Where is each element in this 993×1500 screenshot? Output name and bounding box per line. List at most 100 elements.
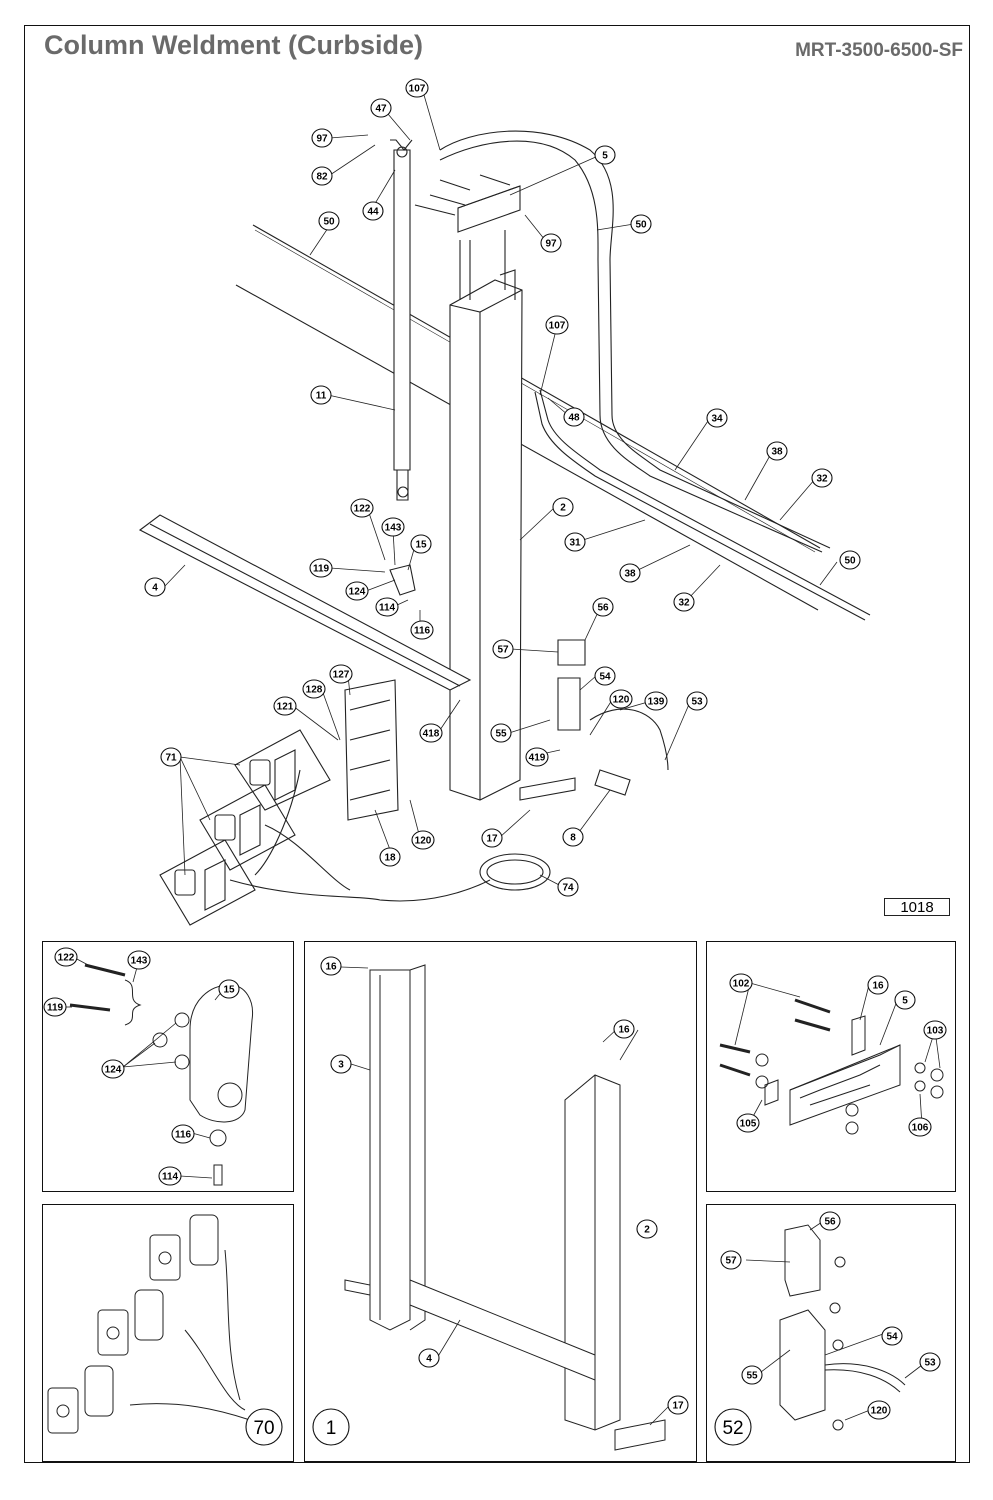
- callout-103: 103: [923, 1020, 947, 1040]
- svg-text:44: 44: [367, 207, 379, 218]
- svg-text:48: 48: [568, 413, 580, 424]
- inset-switches-frame: [42, 1204, 294, 1462]
- svg-text:16: 16: [325, 962, 337, 973]
- view-tag-1: 1: [312, 1408, 350, 1446]
- svg-text:17: 17: [672, 1401, 684, 1412]
- callout-56: 56: [592, 597, 614, 617]
- svg-text:5: 5: [602, 151, 608, 162]
- inset-controls-frame: [706, 1204, 956, 1462]
- page-title: Column Weldment (Curbside): [44, 30, 424, 60]
- callout-74: 74: [557, 877, 579, 897]
- inset-columns-callouts: 16 16 3 2 4 17 1: [312, 956, 689, 1446]
- callout-82: 82: [311, 166, 333, 186]
- inset-hardware-frame: [42, 941, 294, 1192]
- svg-text:1: 1: [326, 1418, 337, 1439]
- callout-32a: 32: [811, 468, 833, 488]
- model-number: MRT-3500-6500-SF: [795, 40, 963, 61]
- callout-15: 15: [218, 979, 240, 999]
- callout-11: 11: [310, 385, 332, 405]
- callout-71: 71: [160, 747, 182, 767]
- callout-119: 119: [43, 997, 67, 1017]
- callout-124: 124: [101, 1059, 125, 1079]
- callout-34: 34: [706, 408, 728, 428]
- svg-text:56: 56: [597, 603, 609, 614]
- callout-47: 47: [370, 98, 392, 118]
- svg-text:15: 15: [415, 540, 427, 551]
- svg-text:50: 50: [635, 220, 647, 231]
- callout-5: 5: [894, 990, 916, 1010]
- svg-text:116: 116: [175, 1130, 192, 1141]
- svg-text:53: 53: [924, 1358, 936, 1369]
- callout-119: 119: [309, 558, 333, 578]
- svg-text:56: 56: [824, 1217, 836, 1228]
- svg-text:119: 119: [47, 1003, 64, 1014]
- inset-hardware-callouts: 122 143 15 119 124 116 114: [43, 947, 240, 1186]
- inset-controls-art: [779, 1224, 906, 1431]
- callout-2: 2: [552, 497, 574, 517]
- drawing-sheet-border: [24, 25, 970, 1463]
- svg-text:122: 122: [354, 504, 371, 515]
- callout-16b: 16: [613, 1019, 635, 1039]
- svg-text:124: 124: [349, 587, 366, 598]
- svg-text:52: 52: [722, 1418, 743, 1439]
- svg-text:2: 2: [644, 1225, 650, 1236]
- svg-text:120: 120: [871, 1406, 888, 1417]
- callout-4: 4: [418, 1348, 440, 1368]
- svg-text:139: 139: [648, 697, 665, 708]
- callout-55: 55: [490, 723, 512, 743]
- inset-columns-frame: [304, 941, 697, 1462]
- svg-text:4: 4: [426, 1354, 432, 1365]
- svg-text:120: 120: [415, 836, 432, 847]
- svg-text:107: 107: [409, 84, 426, 95]
- svg-text:114: 114: [162, 1172, 179, 1183]
- svg-text:57: 57: [497, 645, 509, 656]
- svg-text:16: 16: [618, 1025, 630, 1036]
- callout-53: 53: [919, 1352, 941, 1372]
- callout-16a: 16: [320, 956, 342, 976]
- callout-18: 18: [379, 847, 401, 867]
- callout-121: 121: [273, 696, 297, 716]
- view-tag-70: 70: [245, 1408, 283, 1446]
- svg-text:418: 418: [423, 729, 440, 740]
- callout-122: 122: [54, 947, 78, 967]
- callout-102: 102: [729, 973, 753, 993]
- inset-switches-art: [47, 1214, 251, 1434]
- svg-text:97: 97: [545, 239, 557, 250]
- svg-text:18: 18: [384, 853, 396, 864]
- svg-text:143: 143: [385, 523, 402, 534]
- svg-text:50: 50: [844, 556, 856, 567]
- svg-text:105: 105: [740, 1119, 757, 1130]
- svg-text:82: 82: [316, 172, 328, 183]
- svg-text:17: 17: [486, 834, 498, 845]
- callout-57: 57: [492, 639, 514, 659]
- callout-8: 8: [562, 827, 584, 847]
- svg-text:55: 55: [746, 1371, 758, 1382]
- callout-114: 114: [158, 1166, 182, 1186]
- svg-text:121: 121: [277, 702, 294, 713]
- svg-text:124: 124: [105, 1065, 122, 1076]
- callout-55: 55: [741, 1365, 763, 1385]
- callout-2: 2: [636, 1219, 658, 1239]
- callout-17: 17: [481, 828, 503, 848]
- callout-15: 15: [410, 534, 432, 554]
- svg-text:106: 106: [912, 1123, 929, 1134]
- svg-text:103: 103: [927, 1026, 944, 1037]
- callout-50a: 50: [318, 211, 340, 231]
- svg-text:38: 38: [624, 569, 636, 580]
- callout-54: 54: [881, 1326, 903, 1346]
- callout-38a: 38: [766, 441, 788, 461]
- callout-124: 124: [345, 581, 369, 601]
- callout-57: 57: [720, 1250, 742, 1270]
- callout-44: 44: [362, 201, 384, 221]
- svg-text:127: 127: [333, 670, 350, 681]
- callout-16: 16: [867, 975, 889, 995]
- callout-4: 4: [144, 577, 166, 597]
- callout-120: 120: [867, 1400, 891, 1420]
- svg-text:5: 5: [902, 996, 908, 1007]
- inset-hardware-art: [69, 963, 254, 1186]
- callout-50c: 50: [839, 550, 861, 570]
- svg-text:122: 122: [58, 953, 75, 964]
- svg-text:54: 54: [599, 672, 611, 683]
- callout-122: 122: [350, 498, 374, 518]
